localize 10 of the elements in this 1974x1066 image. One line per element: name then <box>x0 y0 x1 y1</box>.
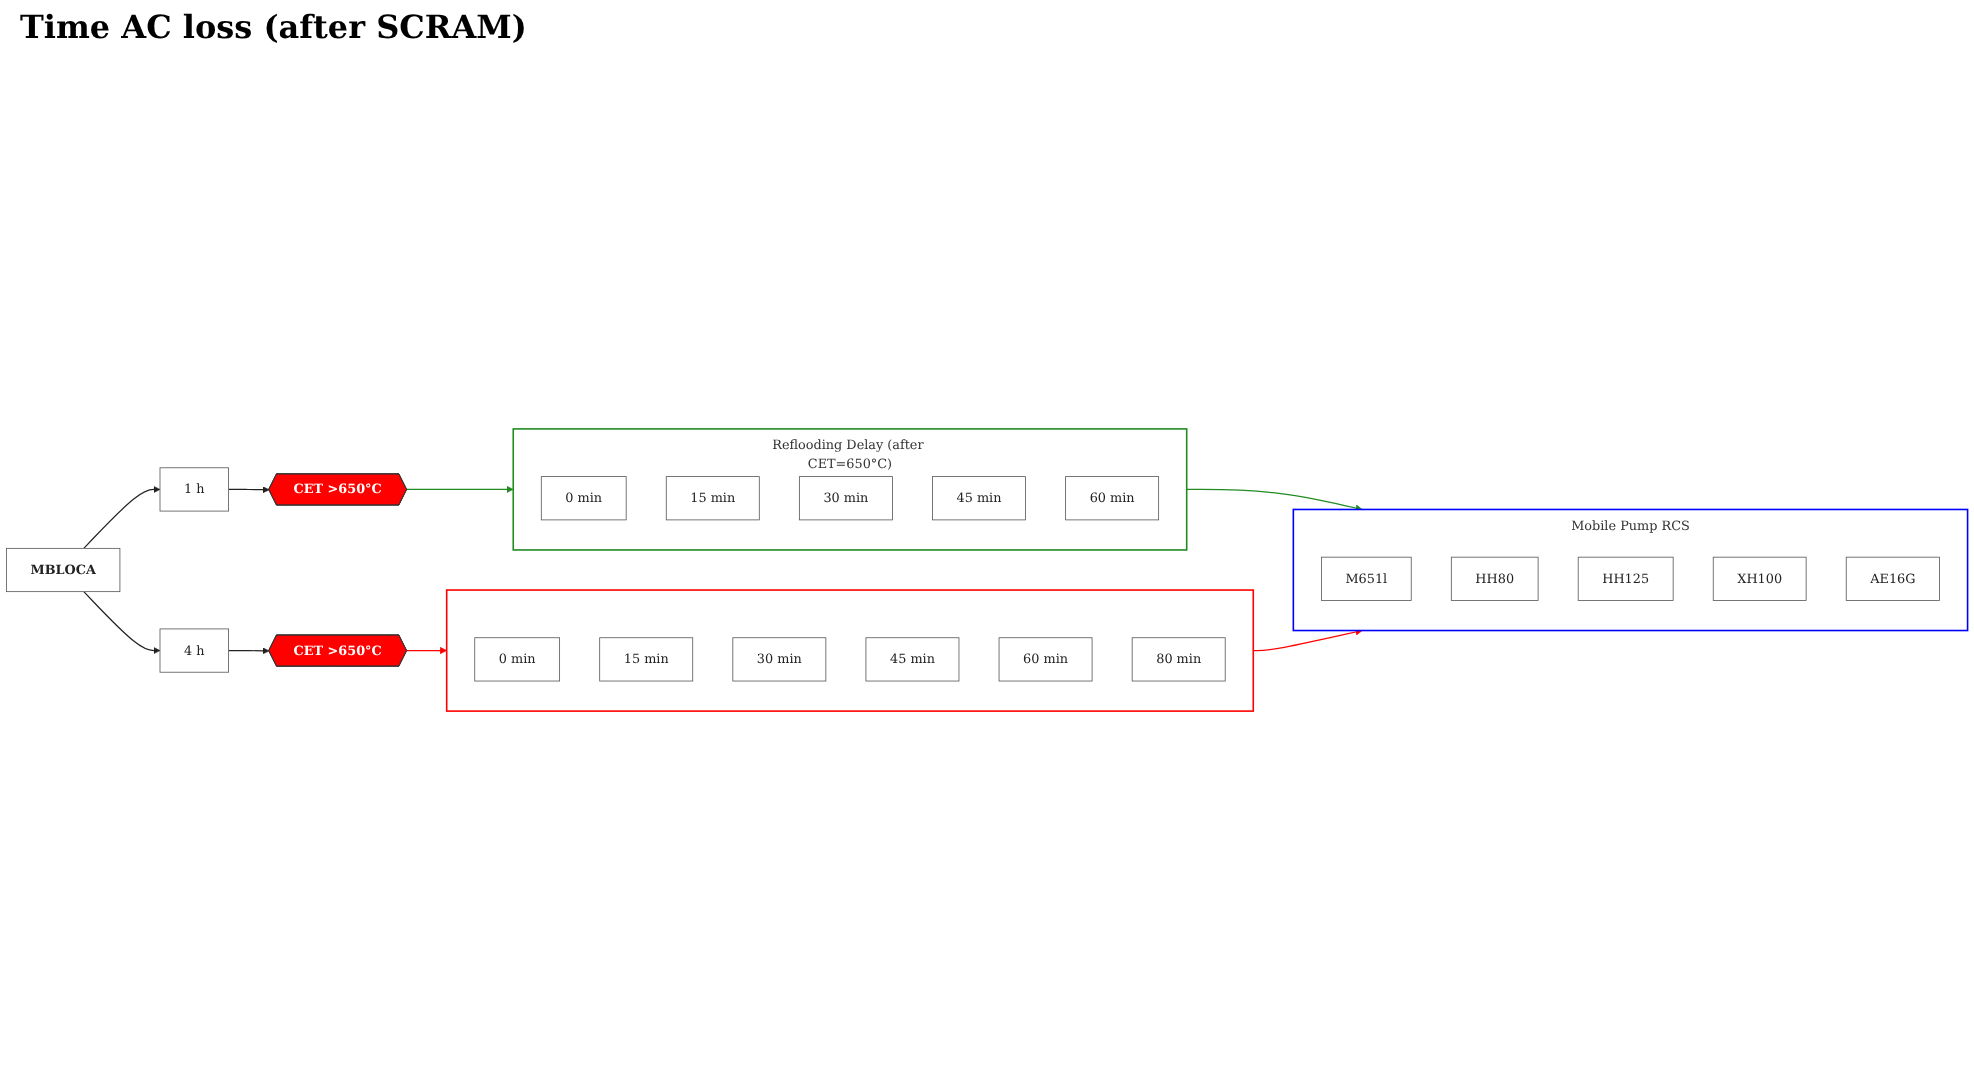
arrow <box>1186 488 1363 512</box>
arrow <box>83 591 161 655</box>
arrow <box>406 485 514 493</box>
arrow <box>406 647 447 655</box>
arrow <box>1252 628 1363 652</box>
column-heading: Time AC loss (after SCRAM) <box>20 8 527 46</box>
arrow <box>228 647 270 655</box>
cluster <box>445 589 1255 712</box>
arrow <box>83 485 161 549</box>
arrow <box>228 486 270 494</box>
